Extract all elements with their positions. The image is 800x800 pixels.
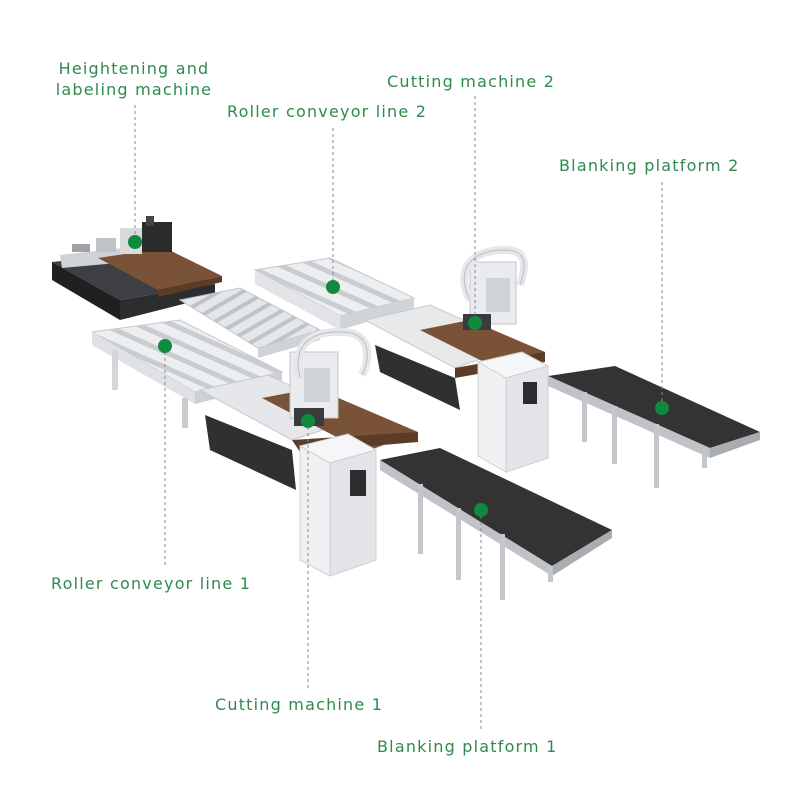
markers bbox=[128, 235, 669, 517]
heightening-labeling-machine bbox=[52, 216, 222, 320]
marker-heightening bbox=[128, 235, 142, 249]
label-heightening-line1: Heightening and bbox=[58, 59, 210, 78]
label-cutting-machine-1: Cutting machine 1 bbox=[215, 695, 384, 714]
blanking-platform-2 bbox=[548, 366, 760, 488]
label-blanking-platform-1: Blanking platform 1 bbox=[377, 737, 558, 756]
leader-lines bbox=[134, 96, 663, 730]
label-heightening-line2: labeling machine bbox=[55, 80, 213, 99]
marker-blanking-platform-2 bbox=[655, 401, 669, 415]
marker-cutting-machine-1 bbox=[301, 414, 315, 428]
label-blanking-platform-2: Blanking platform 2 bbox=[559, 156, 740, 175]
blanking-platform-1 bbox=[380, 448, 612, 600]
marker-roller-conveyor-2 bbox=[326, 280, 340, 294]
marker-roller-conveyor-1 bbox=[158, 339, 172, 353]
control-cabinet-2 bbox=[476, 351, 550, 473]
control-cabinet-1 bbox=[298, 433, 378, 577]
transfer-rollers bbox=[178, 287, 322, 358]
label-roller-conveyor-line-1: Roller conveyor line 1 bbox=[51, 574, 252, 593]
marker-blanking-platform-1 bbox=[474, 503, 488, 517]
label-cutting-machine-2: Cutting machine 2 bbox=[387, 72, 556, 91]
marker-cutting-machine-2 bbox=[468, 316, 482, 330]
label-heightening-labeling-machine: Heightening and labeling machine bbox=[48, 58, 220, 100]
label-roller-conveyor-line-2: Roller conveyor line 2 bbox=[227, 102, 428, 121]
